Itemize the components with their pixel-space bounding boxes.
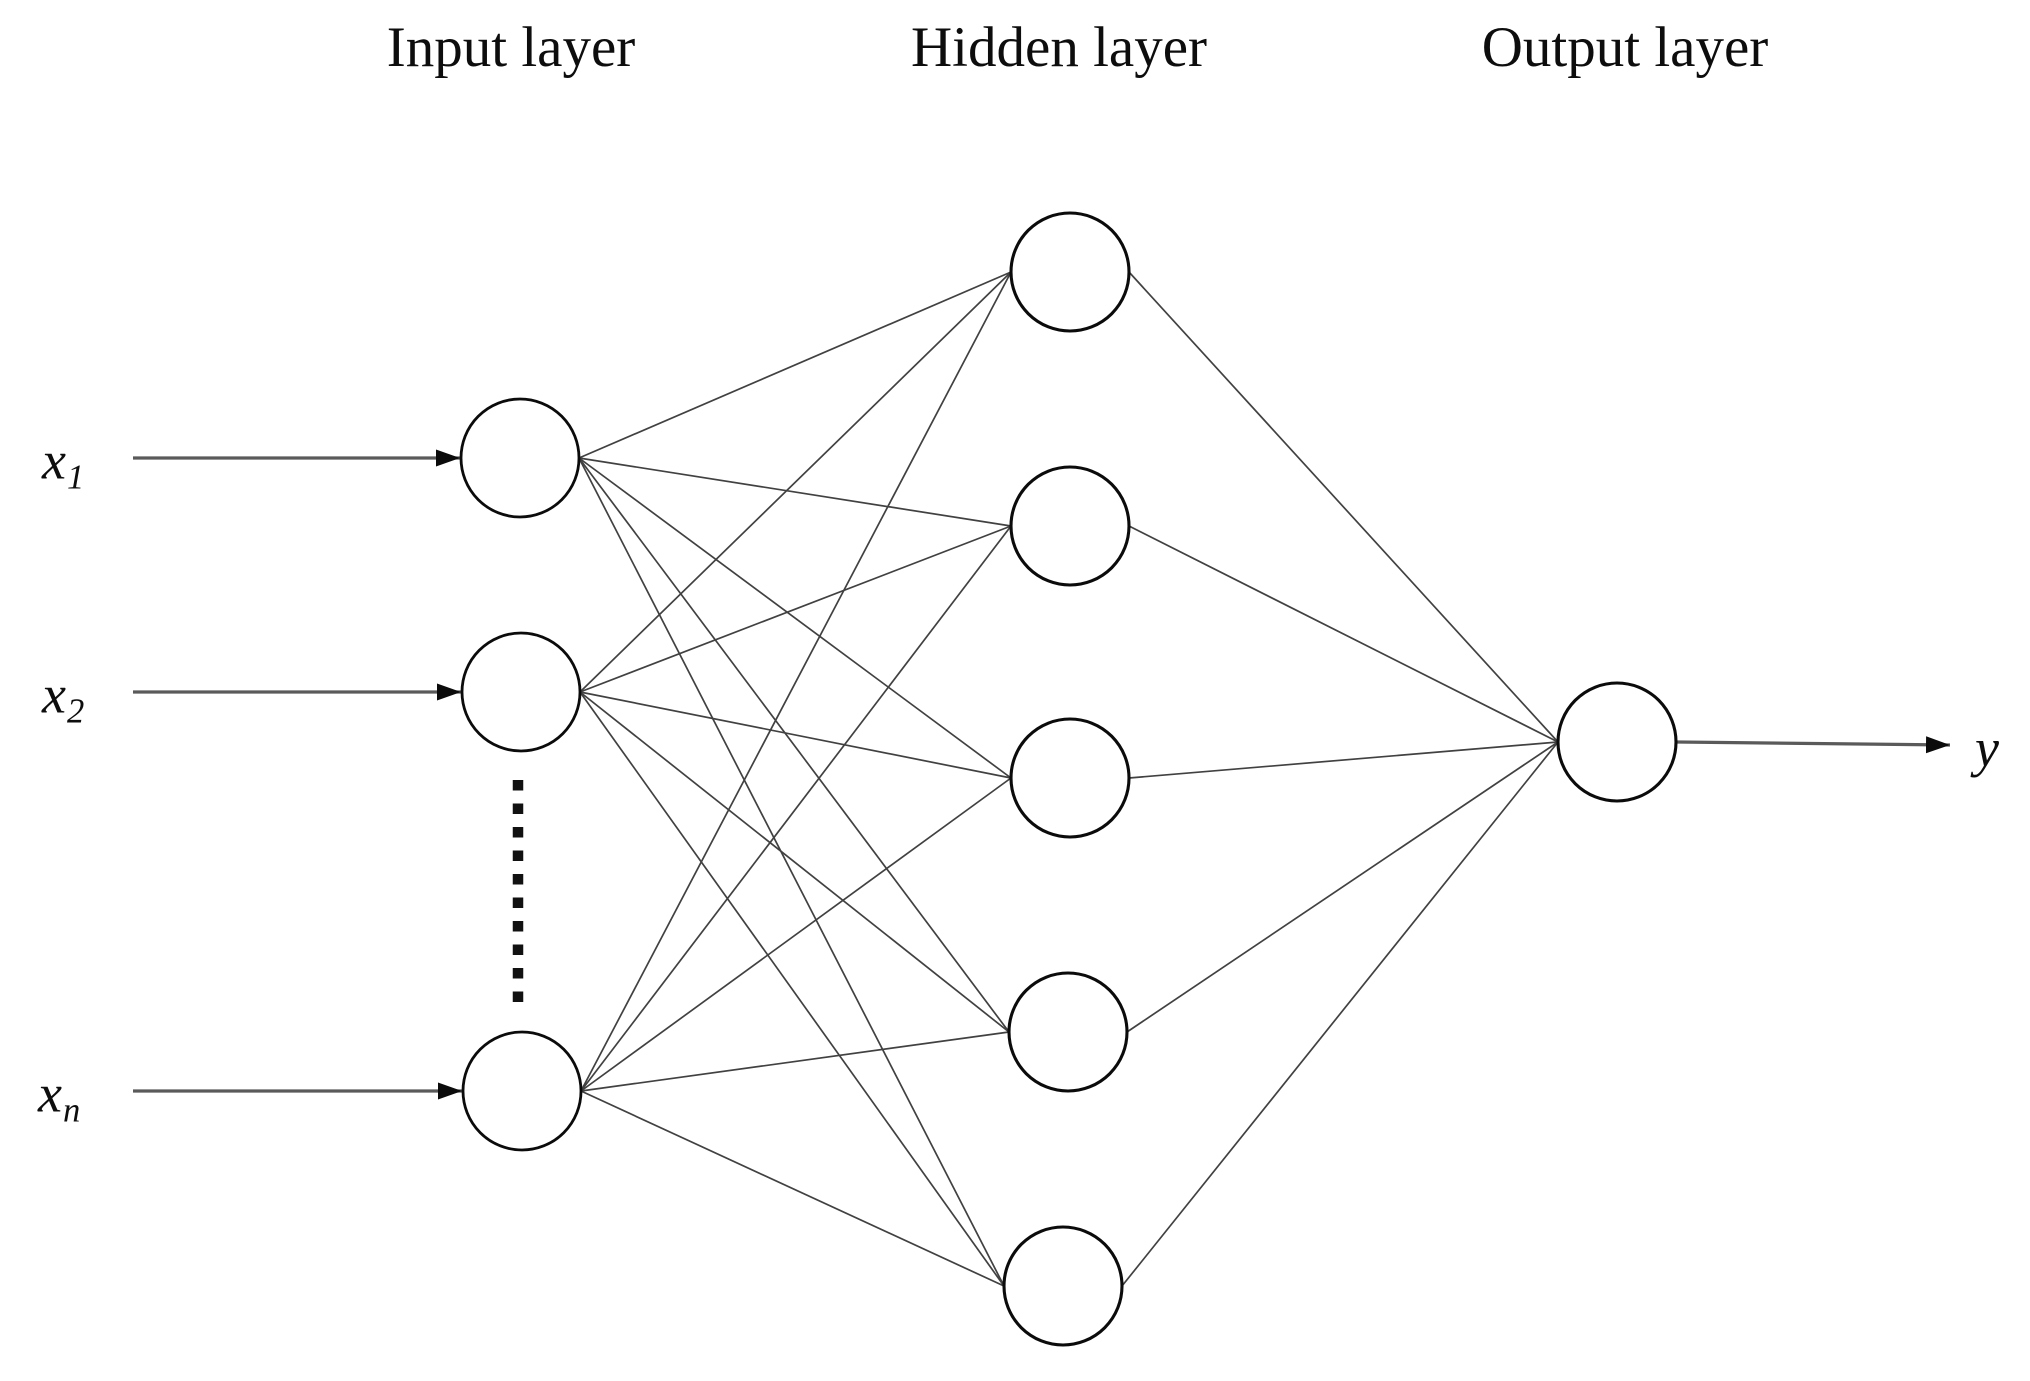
edge-input1-hidden1 xyxy=(578,271,1012,459)
hidden-node-3 xyxy=(1009,717,1131,839)
edge-input1-hidden4 xyxy=(578,457,1010,1033)
edge-input1-hidden5 xyxy=(578,457,1005,1287)
edge-hidden1-output xyxy=(1128,271,1559,743)
edge-input3-hidden3 xyxy=(580,777,1012,1092)
hidden-node-2 xyxy=(1009,465,1131,587)
edge-input3-hidden5 xyxy=(580,1090,1005,1287)
output-arrow xyxy=(1676,736,1951,754)
input-label-x2-sub: 2 xyxy=(66,692,85,731)
hidden-node-5 xyxy=(1002,1225,1124,1347)
input-layer-title: Input layer xyxy=(386,16,636,79)
edge-input2-hidden1 xyxy=(579,271,1012,693)
edge-input2-hidden4 xyxy=(579,691,1010,1033)
input-label-x1: x1 xyxy=(42,433,84,494)
input-label-xn: xn xyxy=(38,1066,80,1127)
edge-input3-hidden1 xyxy=(580,271,1012,1092)
edge-input3-hidden2 xyxy=(580,525,1012,1092)
edge-input2-hidden2 xyxy=(579,525,1012,693)
input-node-2 xyxy=(460,631,582,753)
input-label-x1-sub: 1 xyxy=(66,458,85,497)
edge-hidden2-output xyxy=(1128,525,1559,743)
hidden-layer-title: Hidden layer xyxy=(911,16,1207,79)
input-label-x2: x2 xyxy=(42,667,84,728)
edge-hidden4-output xyxy=(1126,741,1559,1033)
edge-input1-hidden3 xyxy=(578,457,1012,779)
input-label-x1-base: x xyxy=(42,430,66,491)
edge-hidden3-output xyxy=(1128,741,1559,779)
edge-input2-hidden3 xyxy=(579,691,1012,779)
output-label-y: y xyxy=(1975,718,1999,778)
hidden-node-1 xyxy=(1009,211,1131,333)
input-label-xn-base: x xyxy=(38,1063,62,1124)
edge-input2-hidden5 xyxy=(579,691,1005,1287)
output-node xyxy=(1556,681,1678,803)
edge-input1-hidden2 xyxy=(578,457,1012,527)
input-node-1 xyxy=(459,397,581,519)
input-label-xn-sub: n xyxy=(62,1091,81,1130)
edge-hidden5-output xyxy=(1121,741,1559,1287)
input-label-x2-base: x xyxy=(42,664,66,725)
edge-input3-hidden4 xyxy=(580,1031,1010,1092)
input-node-3 xyxy=(461,1030,583,1152)
output-layer-title: Output layer xyxy=(1481,16,1769,79)
hidden-node-4 xyxy=(1007,971,1129,1093)
